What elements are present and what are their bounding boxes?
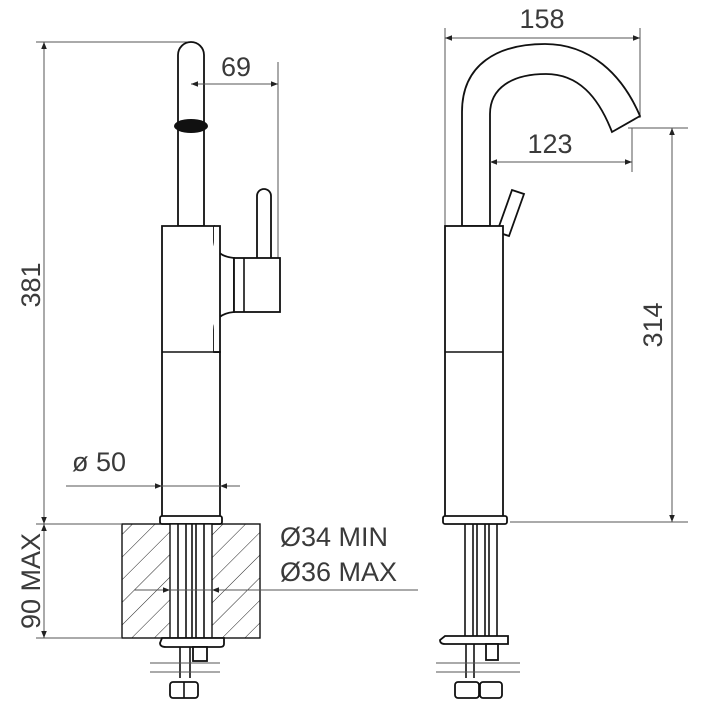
dimension-label-123: 123	[527, 129, 572, 159]
dimension-label-314: 314	[638, 302, 668, 347]
mixer-body-front	[444, 225, 504, 523]
dimension-label-diameter-50: ø 50	[72, 447, 126, 477]
dimension-label-hole-min: Ø34 MIN	[280, 522, 388, 552]
fixing-washer	[439, 635, 509, 645]
lever-handle	[256, 188, 272, 263]
dimension-label-hole-max: Ø36 MAX	[280, 557, 397, 587]
supply-pipes-front	[464, 524, 498, 636]
front-view: 158 123 314	[436, 4, 688, 699]
dimension-label-90-max: 90 MAX	[16, 533, 46, 629]
hose-nut	[454, 681, 480, 699]
mounting-hole	[169, 523, 213, 639]
swivel-spout	[461, 43, 642, 227]
lever-housing	[233, 257, 281, 313]
supply-pipes	[177, 524, 205, 638]
fixing-stud	[485, 643, 499, 661]
body-edge	[214, 225, 221, 353]
base-ring	[442, 515, 508, 525]
dimension-label-69: 69	[221, 52, 251, 82]
spout	[177, 41, 205, 227]
hose-nut	[479, 681, 503, 699]
base-ring	[159, 515, 223, 525]
dimension-label-158: 158	[519, 4, 564, 34]
aerator-ring	[174, 119, 208, 133]
fixing-washer	[159, 637, 225, 648]
side-view: 381 69 ø 50 90 MAX	[16, 41, 418, 699]
mixer-body	[161, 225, 235, 523]
fixing-stud	[192, 646, 208, 662]
lever-handle-front	[495, 188, 526, 238]
dimension-label-381: 381	[16, 262, 46, 307]
